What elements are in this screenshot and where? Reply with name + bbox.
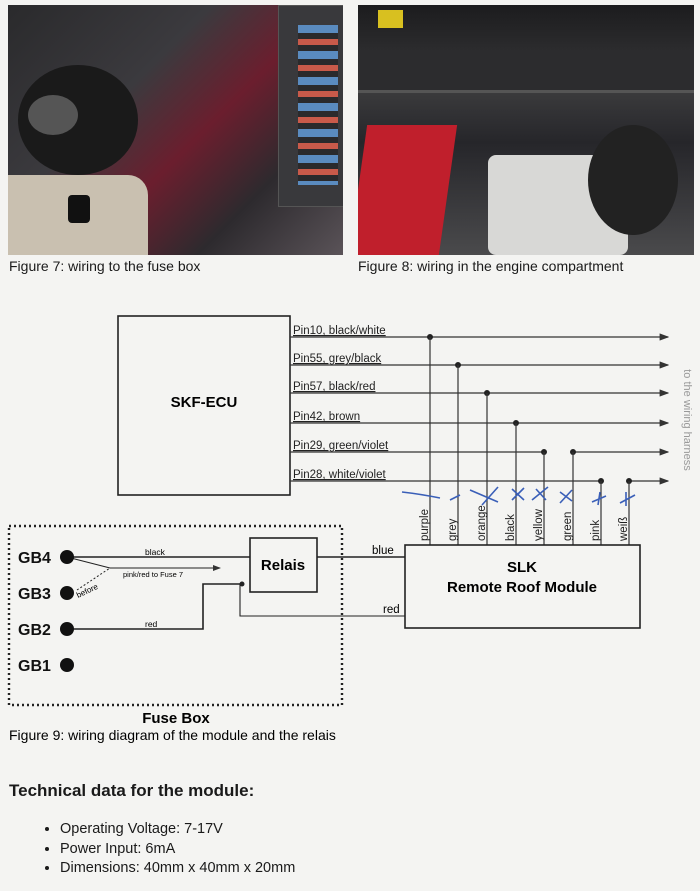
module-wire-label: weiß: [618, 517, 630, 542]
relais-label: Relais: [261, 557, 305, 574]
pin-label: Pin57, black/red: [293, 381, 375, 393]
ecu-label: SKF-ECU: [171, 394, 238, 411]
terminal-dot: [60, 586, 74, 600]
module-wire-label: orange: [476, 505, 488, 541]
ecu-box: [117, 315, 291, 496]
module-wire-label: green: [562, 512, 574, 541]
wire-label-pinkred: pink/red to Fuse 7: [123, 570, 183, 579]
wire-label-before: before: [75, 582, 100, 600]
fuse-box-label: Fuse Box: [142, 710, 210, 727]
module-wire-label: black: [505, 514, 517, 541]
module-wire-label: pink: [590, 520, 602, 541]
figure-7-photo: [8, 5, 343, 255]
terminal-label: GB1: [18, 658, 51, 675]
relais-box: [249, 537, 318, 593]
figure-7-caption: Figure 7: wiring to the fuse box: [9, 258, 201, 274]
handwritten-marks: [401, 486, 636, 506]
terminal-dot: [60, 622, 74, 636]
fuse-box-outline: [7, 524, 344, 707]
terminal-label: GB3: [18, 586, 51, 603]
module-subtitle: Remote Roof Module: [447, 579, 597, 596]
pin-label: Pin55, grey/black: [293, 353, 381, 365]
figure-9-caption: Figure 9: wiring diagram of the module a…: [9, 727, 336, 743]
list-item: Power Input: 6mA: [60, 840, 295, 860]
harness-label: to the wiring harness: [681, 369, 693, 471]
pin-label: Pin42, brown: [293, 411, 360, 423]
module-wire-label: purple: [419, 509, 431, 541]
pin-label: Pin10, black/white: [293, 325, 386, 337]
terminal-label: GB2: [18, 622, 51, 639]
list-item: Dimensions: 40mm x 40mm x 20mm: [60, 859, 295, 879]
list-item: Operating Voltage: 7-17V: [60, 820, 295, 840]
wire-label-red-left: red: [145, 619, 158, 629]
figure-8-photo: [358, 5, 694, 255]
terminal-dot: [60, 658, 74, 672]
terminal-label: GB4: [18, 550, 51, 567]
slk-module-box: [404, 544, 641, 629]
pin-label: Pin29, green/violet: [293, 440, 389, 452]
module-wire-label: grey: [447, 518, 459, 541]
pin-label: Pin28, white/violet: [293, 469, 386, 481]
wire-label-blue: blue: [372, 545, 394, 557]
wire-label-black: black: [145, 547, 166, 557]
wire-label-red-right: red: [383, 604, 400, 616]
technical-data-list: Operating Voltage: 7-17V Power Input: 6m…: [34, 820, 295, 879]
module-wire-label: yellow: [533, 508, 545, 541]
figure-8-caption: Figure 8: wiring in the engine compartme…: [358, 258, 624, 274]
terminal-dot: [60, 550, 74, 564]
module-title: SLK: [507, 559, 537, 576]
technical-data-heading: Technical data for the module:: [9, 781, 255, 800]
